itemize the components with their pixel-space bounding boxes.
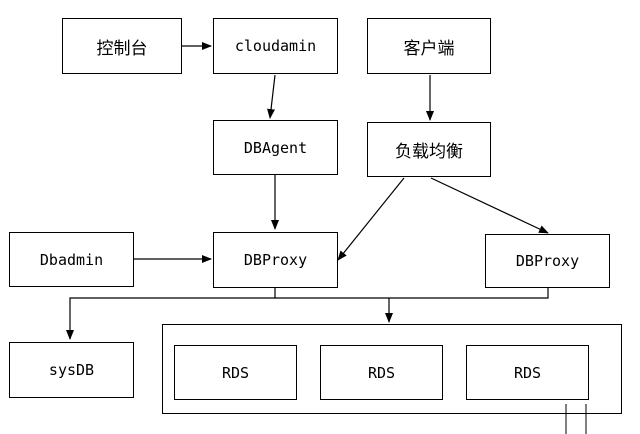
node-label: RDS — [221, 363, 250, 382]
node-dbproxy-left: DBProxy — [213, 232, 338, 288]
node-dbadmin: Dbadmin — [9, 232, 134, 287]
node-rds-3: RDS — [466, 345, 589, 400]
node-console: 控制台 — [62, 18, 182, 74]
node-label: 负载均衡 — [395, 142, 463, 162]
node-label: DBProxy — [515, 252, 580, 270]
node-load-balancer: 负载均衡 — [367, 122, 491, 177]
edge-dbproxy-left-bus — [66, 288, 276, 340]
node-label: 客户端 — [403, 38, 455, 59]
rds-group — [162, 324, 622, 414]
node-client: 客户端 — [367, 18, 491, 74]
node-label: sysDB — [48, 361, 95, 379]
node-dbagent: DBAgent — [213, 120, 338, 175]
node-label: Dbadmin — [39, 250, 104, 269]
node-sysdb: sysDB — [9, 342, 134, 398]
node-cloudamin: cloudamin — [213, 18, 338, 74]
node-label: cloudamin — [234, 37, 317, 55]
node-rds-2: RDS — [320, 345, 443, 400]
edge-dbproxy-right-bus — [275, 288, 549, 299]
node-label: DBAgent — [243, 138, 308, 157]
node-label: RDS — [513, 363, 542, 382]
edge-load-balancer-to-dbproxy-right — [430, 177, 549, 234]
edge-cloudamin-to-dbagent — [267, 74, 276, 119]
edge-load-balancer-to-dbproxy-left — [337, 177, 405, 261]
node-label: DBProxy — [243, 251, 308, 269]
node-dbproxy-right: DBProxy — [485, 234, 610, 288]
node-label: 控制台 — [96, 38, 148, 59]
node-label: RDS — [367, 363, 396, 382]
node-rds-1: RDS — [174, 345, 297, 400]
